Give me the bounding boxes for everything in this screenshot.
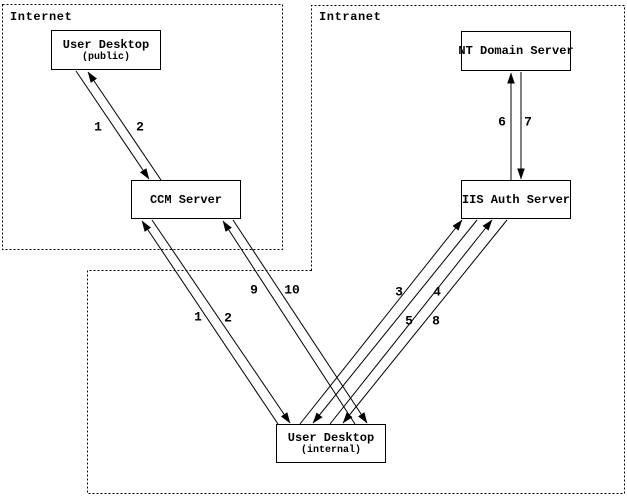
node-user-desktop-internal: User Desktop (internal) [276,424,386,463]
arrow-line-3-internal-to-iis [299,219,463,425]
node-label: CCM Server [149,192,222,207]
internet-zone-border [2,4,283,250]
arrow-line-10-ccm-to-internal [232,219,368,424]
arrow-line-5-internal-to-iis [329,219,493,425]
arrow-label-9: 9 [250,282,258,298]
arrow-label-7: 7 [524,114,532,130]
intranet-zone-border [87,5,625,494]
arrow-label-1-public: 1 [94,119,102,135]
intranet-zone-label: Intranet [319,10,382,24]
node-label: User Desktop [62,37,150,52]
node-nt-domain-server: NT Domain Server [458,31,574,71]
node-user-desktop-public: User Desktop (public) [51,30,161,70]
arrow-line-4-iis-to-internal [312,219,478,424]
node-ccm-server: CCM Server [131,180,241,219]
node-sublabel: (public) [81,51,130,63]
node-label: IIS Auth Server [461,192,571,207]
arrow-line-1-internal-to-ccm [141,220,279,425]
internet-zone-label: Internet [10,10,73,24]
arrow-label-2-internal: 2 [224,310,232,326]
node-label: NT Domain Server [458,44,574,58]
arrow-label-6: 6 [498,114,506,130]
node-iis-auth-server: IIS Auth Server [461,180,571,219]
arrow-line-8-iis-to-internal [342,219,508,424]
arrow-label-8: 8 [432,313,440,329]
arrow-label-10: 10 [284,282,300,298]
arrow-label-5: 5 [405,313,413,329]
arrow-line-2-ccm-to-public [87,71,162,181]
arrow-line-2-ccm-to-internal [151,219,291,424]
node-sublabel: (internal) [300,445,361,456]
arrow-line-9-internal-to-ccm [222,220,356,425]
arrow-line-1-public-to-ccm [75,70,150,180]
arrow-label-4: 4 [433,284,441,300]
arrow-label-1-internal: 1 [194,309,202,325]
node-label: User Desktop [287,431,375,445]
arrow-label-3: 3 [395,284,403,300]
arrow-label-2-public: 2 [136,119,144,135]
